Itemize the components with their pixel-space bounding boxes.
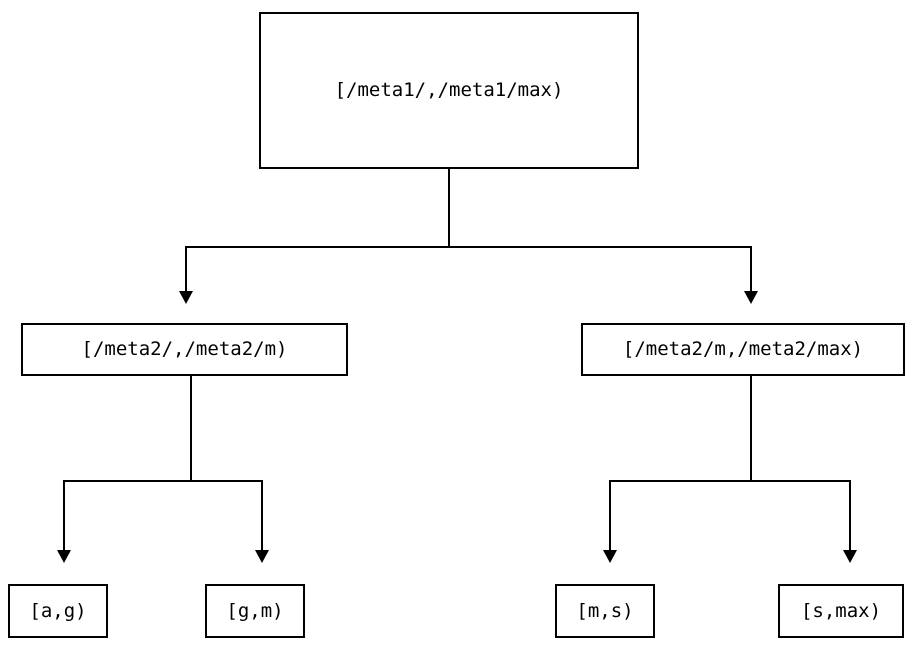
edge-root-to-mid-left-drop (185, 246, 187, 293)
arrowhead-root-to-mid-right (744, 291, 758, 304)
arrowhead-mid-left-to-leaf-2 (255, 550, 269, 563)
arrowhead-mid-right-to-leaf-3 (603, 550, 617, 563)
edge-mid-right-crossbar (609, 480, 851, 482)
edge-root-to-mid-right-drop (750, 246, 752, 293)
tree-node-mid-right-label: [/meta2/m,/meta2/max) (622, 338, 864, 360)
tree-node-leaf-3-label: [m,s) (576, 599, 634, 622)
tree-node-leaf-4[interactable]: [s,max) (778, 584, 904, 638)
edge-mid-right-to-leaf-4-drop (849, 480, 851, 552)
edge-mid-left-to-leaf-1-drop (63, 480, 65, 552)
arrowhead-root-to-mid-left (179, 291, 193, 304)
edge-mid-left-crossbar (63, 480, 263, 482)
edge-mid-left-to-leaf-2-drop (261, 480, 263, 552)
edge-mid-right-to-leaf-3-drop (609, 480, 611, 552)
tree-node-mid-right[interactable]: [/meta2/m,/meta2/max) (581, 323, 905, 376)
edge-root-crossbar (185, 246, 752, 248)
edge-root-stem (448, 169, 450, 247)
arrowhead-mid-left-to-leaf-1 (57, 550, 71, 563)
tree-node-mid-left-label: [/meta2/,/meta2/m) (81, 338, 288, 360)
arrowhead-mid-right-to-leaf-4 (843, 550, 857, 563)
edge-mid-left-stem (190, 376, 192, 481)
tree-node-leaf-2-label: [g,m) (226, 599, 284, 622)
tree-node-leaf-2[interactable]: [g,m) (205, 584, 305, 638)
tree-node-leaf-4-label: [s,max) (800, 599, 882, 622)
tree-node-leaf-1-label: [a,g) (29, 599, 87, 622)
tree-node-leaf-1[interactable]: [a,g) (8, 584, 108, 638)
tree-node-root[interactable]: [/meta1/,/meta1/max) (259, 12, 639, 169)
tree-node-mid-left[interactable]: [/meta2/,/meta2/m) (21, 323, 348, 376)
tree-node-leaf-3[interactable]: [m,s) (555, 584, 655, 638)
tree-node-root-label: [/meta1/,/meta1/max) (334, 79, 564, 101)
edge-mid-right-stem (750, 376, 752, 481)
